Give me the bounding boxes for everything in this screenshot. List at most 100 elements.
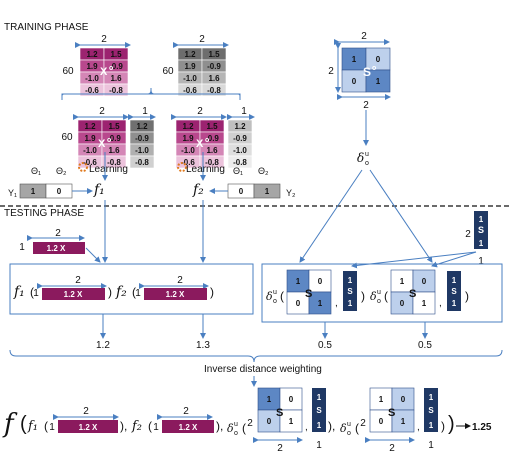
testing-phase-title: TESTING PHASE bbox=[4, 208, 84, 219]
svg-text:): ) bbox=[448, 413, 455, 435]
matrix-cell-value: -0.6 bbox=[83, 158, 97, 167]
svg-text:Y₂: Y₂ bbox=[286, 188, 296, 198]
svg-text:1: 1 bbox=[153, 422, 159, 433]
svg-text:1: 1 bbox=[428, 440, 434, 451]
svg-text:δ: δ bbox=[340, 422, 347, 435]
svg-text:o: o bbox=[347, 430, 351, 437]
matrix-cell bbox=[129, 155, 155, 169]
svg-text:),: ), bbox=[328, 419, 335, 433]
matrix-cell-value: -0.8 bbox=[207, 86, 221, 95]
svg-text:u: u bbox=[273, 289, 277, 296]
svg-text:S: S bbox=[347, 287, 353, 296]
matrix-center-label: X bbox=[98, 138, 106, 150]
svg-text:o: o bbox=[107, 137, 111, 144]
svg-text:1.2 X: 1.2 X bbox=[47, 244, 66, 253]
matrix-cell-value: -1.0 bbox=[181, 146, 195, 155]
svg-text:S: S bbox=[409, 288, 416, 300]
matrix-cell-value: -0.9 bbox=[205, 134, 219, 143]
matrix-cell-value: -1.0 bbox=[85, 74, 99, 83]
svg-text:1: 1 bbox=[452, 299, 457, 308]
svg-text:(: ( bbox=[242, 421, 246, 435]
svg-text:1: 1 bbox=[401, 417, 406, 426]
svg-text:1: 1 bbox=[400, 277, 405, 286]
learning-right: Learning Θ₁ Θ₂ 0 1 Y₂ f₂ bbox=[177, 152, 296, 199]
svg-text:2: 2 bbox=[389, 443, 395, 454]
svg-text:0: 0 bbox=[267, 417, 272, 426]
matrix-cell-value: 1.5 bbox=[108, 122, 120, 131]
value-delta2: 0.5 bbox=[418, 340, 432, 351]
svg-text:2: 2 bbox=[361, 31, 367, 42]
svg-text:1: 1 bbox=[452, 276, 457, 285]
xu-input: 2 1 1.2 X bbox=[19, 228, 85, 254]
svg-text:): ) bbox=[210, 285, 214, 299]
svg-text:Θ₁: Θ₁ bbox=[31, 166, 41, 176]
matrix-cell-value: 1.6 bbox=[206, 146, 218, 155]
matrix-cell-value: 1.5 bbox=[206, 122, 218, 131]
svg-text:(: ( bbox=[384, 289, 388, 303]
value-f1: 1.2 bbox=[96, 340, 110, 351]
matrix-cell bbox=[101, 155, 127, 169]
svg-text:f₁: f₁ bbox=[13, 284, 25, 300]
svg-text:Θ₁: Θ₁ bbox=[233, 166, 243, 176]
matrix-cell-value: -0.8 bbox=[109, 86, 123, 95]
svg-text:u: u bbox=[365, 151, 369, 158]
matrix-cell bbox=[227, 155, 253, 169]
testing-f-box: f₁ ( 1 2 1.2 X ) f₂ ( 1 2 1.2 X ) bbox=[9, 263, 254, 315]
svg-text:2: 2 bbox=[360, 418, 366, 429]
svg-text:1: 1 bbox=[429, 421, 434, 430]
svg-text:1: 1 bbox=[317, 393, 322, 402]
svg-text:o: o bbox=[273, 298, 277, 305]
svg-text:): ) bbox=[108, 285, 112, 299]
matrix-cell-value: 1.2 bbox=[234, 122, 246, 131]
svg-text:f₂: f₂ bbox=[192, 182, 204, 198]
svg-text:f: f bbox=[2, 409, 18, 439]
svg-text:1: 1 bbox=[429, 393, 434, 402]
svg-text:,: , bbox=[335, 298, 338, 309]
matrix-center-label: X bbox=[100, 66, 108, 78]
svg-text:,: , bbox=[305, 422, 308, 433]
testing-delta-box: δ u o ( 1 0 0 1 S , 1 S 1 ) δ u o ( 1 0 … bbox=[261, 263, 503, 323]
svg-text:f₁: f₁ bbox=[93, 182, 105, 198]
matrix-cell-value: -0.9 bbox=[207, 62, 221, 71]
matrix-cell-value: 1.9 bbox=[86, 62, 98, 71]
svg-text:1: 1 bbox=[479, 215, 484, 224]
svg-text:): ) bbox=[465, 289, 469, 303]
gear-icon bbox=[177, 162, 187, 172]
learning-left: Learning Θ₁ Θ₂ Y₁ 1 0 f₁ bbox=[8, 152, 128, 199]
matrix-height-label: 60 bbox=[162, 66, 174, 77]
svg-text:1: 1 bbox=[267, 395, 272, 404]
svg-text:1: 1 bbox=[289, 417, 294, 426]
svg-text:,: , bbox=[417, 422, 420, 433]
testing-outputs: 1.2 1.3 0.5 0.5 bbox=[96, 314, 432, 351]
svg-text:Y₁: Y₁ bbox=[8, 188, 17, 198]
svg-text:): ) bbox=[441, 419, 445, 433]
matrix-cell-value: -0.9 bbox=[107, 134, 121, 143]
svg-text:2: 2 bbox=[177, 275, 183, 286]
matrix-center-label: X bbox=[196, 138, 204, 150]
svg-text:S: S bbox=[276, 407, 283, 419]
svg-text:1: 1 bbox=[19, 242, 25, 253]
svg-text:(: ( bbox=[132, 285, 136, 299]
matrix-cell-value: 1.6 bbox=[108, 146, 120, 155]
svg-text:2: 2 bbox=[75, 275, 81, 286]
matrix-cell bbox=[201, 83, 227, 97]
su-vector-testing: 2 1 S 1 1 bbox=[465, 211, 488, 267]
svg-text:u: u bbox=[234, 421, 238, 428]
svg-text:o: o bbox=[205, 137, 209, 144]
svg-text:S: S bbox=[478, 225, 484, 235]
svg-text:1: 1 bbox=[479, 239, 484, 248]
svg-text:2: 2 bbox=[277, 443, 283, 454]
svg-text:(: ( bbox=[280, 289, 284, 303]
svg-text:S: S bbox=[388, 407, 395, 419]
matrix-cell-value: -0.9 bbox=[233, 134, 247, 143]
svg-text:2: 2 bbox=[247, 418, 253, 429]
svg-text:1: 1 bbox=[348, 276, 353, 285]
matrix-cell-value: 1.9 bbox=[84, 134, 96, 143]
svg-text:0: 0 bbox=[239, 187, 244, 196]
svg-text:δ: δ bbox=[266, 290, 273, 303]
svg-text:1: 1 bbox=[33, 288, 39, 299]
matrix-cell-value: 1.2 bbox=[184, 50, 196, 59]
value-f2: 1.3 bbox=[196, 340, 210, 351]
svg-text:1: 1 bbox=[422, 299, 427, 308]
